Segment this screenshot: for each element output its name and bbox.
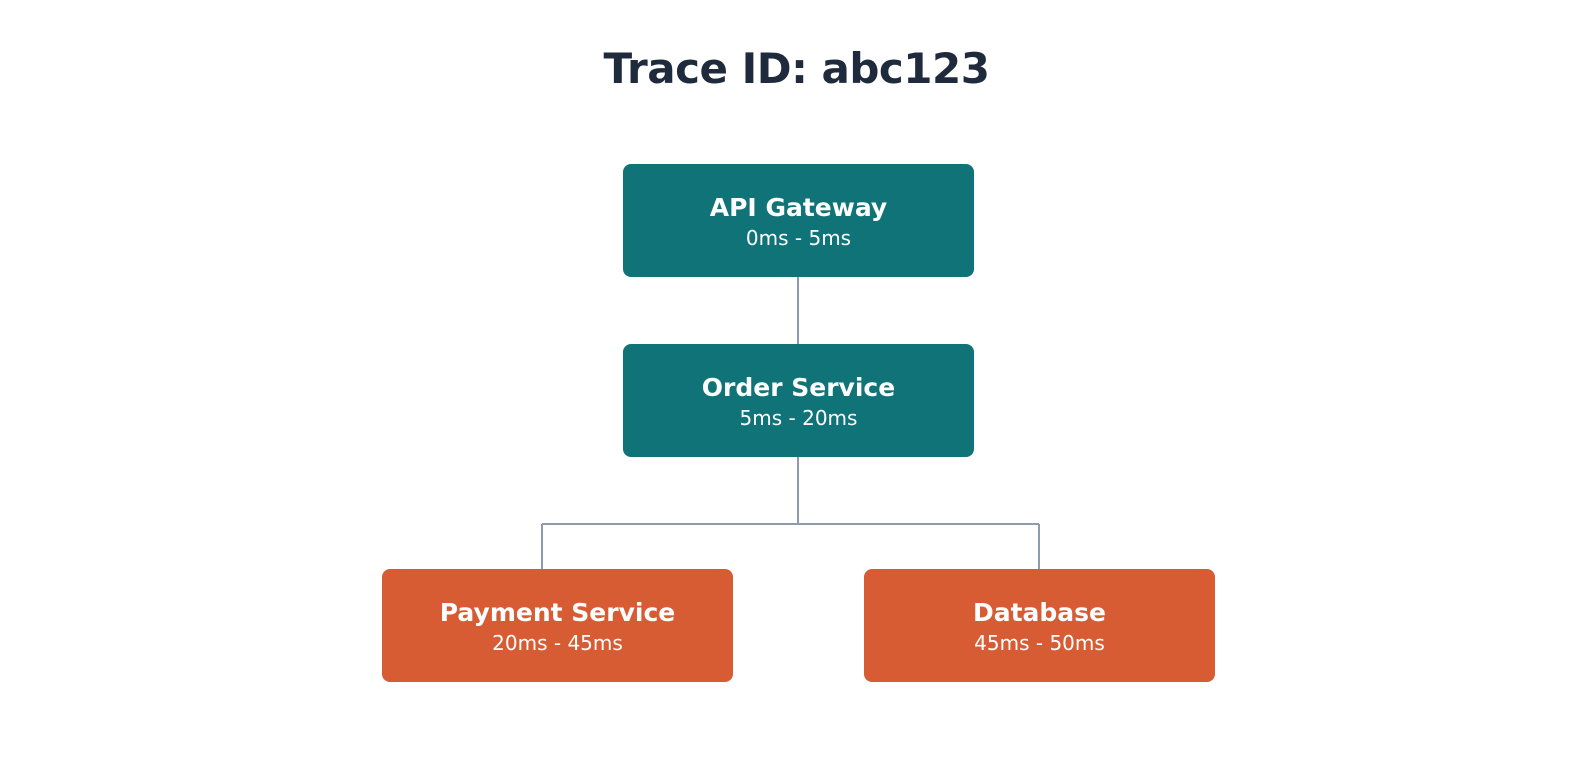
- span-node-payment-service[interactable]: Payment Service 20ms - 45ms: [382, 569, 733, 682]
- span-timing: 45ms - 50ms: [974, 631, 1105, 655]
- span-timing: 5ms - 20ms: [739, 406, 858, 430]
- span-timing: 20ms - 45ms: [492, 631, 623, 655]
- span-node-api-gateway[interactable]: API Gateway 0ms - 5ms: [623, 164, 974, 277]
- span-node-database[interactable]: Database 45ms - 50ms: [864, 569, 1215, 682]
- span-name: Payment Service: [439, 598, 676, 627]
- span-name: API Gateway: [709, 193, 888, 222]
- span-node-order-service[interactable]: Order Service 5ms - 20ms: [623, 344, 974, 457]
- span-name: Order Service: [701, 373, 896, 402]
- span-timing: 0ms - 5ms: [745, 226, 852, 250]
- span-name: Database: [972, 598, 1107, 627]
- page-title: Trace ID: abc123: [603, 44, 990, 93]
